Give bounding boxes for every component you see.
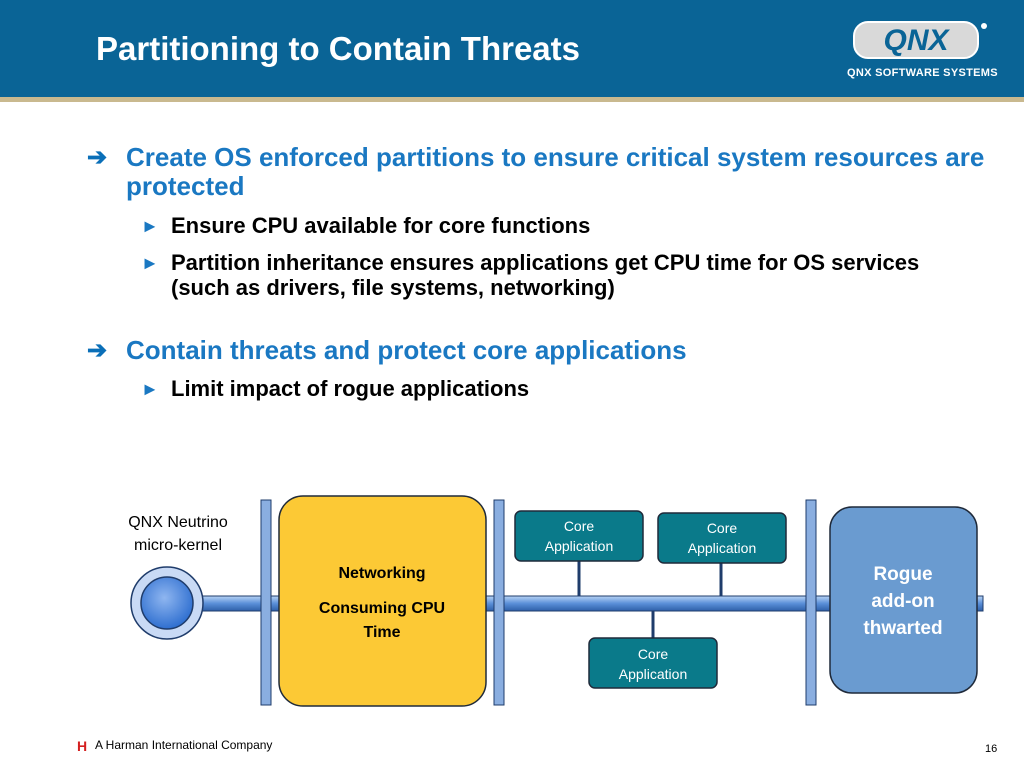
kernel-label-line1: QNX Neutrino: [128, 514, 228, 531]
bullet-2-text: Contain threats and protect core applica…: [126, 335, 687, 365]
partition-separator: [493, 499, 505, 706]
partition-separator: [260, 499, 272, 706]
bullet-1-sub-2: Partition inheritance ensures applicatio…: [171, 250, 920, 300]
triangle-bullet-icon: ►: [141, 216, 159, 236]
core-app-line1: Core: [564, 518, 595, 534]
footer-company: A Harman International Company: [95, 738, 273, 752]
core-app-line2: Application: [688, 540, 757, 556]
arrow-icon: ➔: [87, 144, 108, 171]
rogue-line2: add-on: [871, 591, 934, 612]
rogue-line1: Rogue: [873, 564, 932, 585]
core-application-box: [514, 510, 644, 562]
qnx-logo: QNX: [853, 21, 987, 59]
triangle-bullet-icon: ►: [141, 379, 159, 399]
networking-partition: [278, 495, 487, 707]
bullet-1-text: Create OS enforced partitions to ensure …: [126, 142, 985, 201]
bullet-2-sub-1: Limit impact of rogue applications: [171, 376, 530, 401]
triangle-bullet-icon: ►: [141, 253, 159, 273]
core-application-box: [657, 512, 787, 564]
partition-separator: [805, 499, 817, 706]
rogue-line3: thwarted: [863, 618, 942, 639]
logo-wordmark: QNX: [883, 24, 950, 57]
header-divider: [0, 97, 1024, 102]
partition-diagram: QNX Neutrino micro-kernel Networking Con…: [128, 495, 984, 707]
harman-logo: H: [77, 738, 88, 754]
page-number: 16: [985, 743, 998, 755]
networking-sub-line1: Consuming CPU: [319, 600, 445, 617]
core-app-line2: Application: [545, 538, 614, 554]
slide-title: Partitioning to Contain Threats: [96, 30, 580, 67]
networking-title: Networking: [338, 565, 425, 582]
networking-sub-line2: Time: [363, 624, 400, 641]
core-app-line1: Core: [707, 520, 738, 536]
core-application-box: [588, 637, 718, 689]
bullet-1-sub-1: Ensure CPU available for core functions: [171, 213, 591, 238]
core-app-line1: Core: [638, 646, 669, 662]
logo-tagline: QNX SOFTWARE SYSTEMS: [847, 67, 998, 79]
core-app-line2: Application: [619, 666, 688, 682]
kernel-circle-inner: [140, 576, 194, 630]
header-bar: [0, 0, 1024, 97]
rogue-partition: [829, 506, 978, 694]
arrow-icon: ➔: [87, 337, 108, 364]
kernel-label-line2: micro-kernel: [134, 537, 222, 554]
